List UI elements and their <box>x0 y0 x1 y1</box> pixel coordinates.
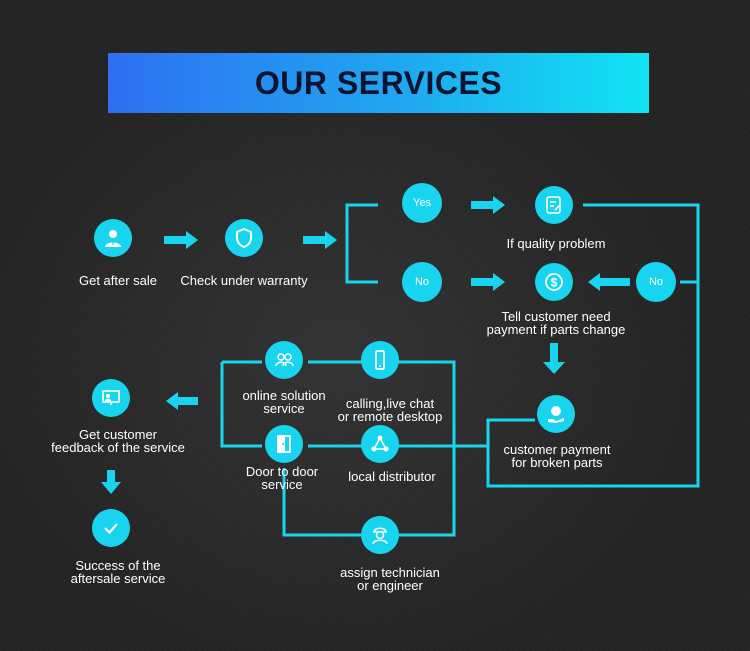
person-icon <box>94 219 132 257</box>
dollar-icon: $ <box>535 263 573 301</box>
get-feedback-line2: feedback of the service <box>51 440 185 455</box>
success-line2: aftersale service <box>70 571 166 586</box>
hand-coin-icon <box>537 395 575 433</box>
assign-technician-line2: or engineer <box>357 578 423 593</box>
engineer-icon <box>361 516 399 554</box>
page-title: OUR SERVICES <box>254 64 503 101</box>
network-icon <box>361 425 399 463</box>
customer-payment-line1: customer payment <box>503 442 611 457</box>
tell-customer-line1: Tell customer need <box>501 309 611 324</box>
assign-technician-line1: assign technician <box>340 565 440 580</box>
step-calling: calling,live chat or remote desktop <box>338 397 443 423</box>
calling-line1: calling,live chat <box>345 396 435 411</box>
tell-customer-line2: payment if parts change <box>486 322 626 337</box>
online-solution-line1: online solution <box>242 388 326 403</box>
door-to-door-line2: service <box>261 477 303 492</box>
calling-line2: or remote desktop <box>337 409 443 424</box>
shield-icon <box>225 219 263 257</box>
step-success: Success of the aftersale service <box>71 559 166 585</box>
success-line1: Success of the <box>75 558 161 573</box>
arrow-1 <box>164 231 198 249</box>
online-solution-line2: service <box>263 401 305 416</box>
quality-loop <box>486 203 700 488</box>
step-get-after-sale: Get after sale <box>78 273 158 288</box>
door-icon <box>265 425 303 463</box>
svg-text:$: $ <box>551 276 558 290</box>
title-banner: OUR SERVICES <box>108 53 649 113</box>
arrow-no <box>471 273 505 291</box>
arrow-down-success <box>101 470 121 494</box>
no-badge-right: No <box>636 262 676 302</box>
yes-badge: Yes <box>402 183 442 223</box>
left-network-bracket <box>220 360 262 448</box>
presentation-icon <box>92 379 130 417</box>
technician-connector <box>282 468 362 537</box>
step-check-warranty: Check under warranty <box>180 273 308 288</box>
document-icon <box>535 186 573 224</box>
step-customer-payment: customer payment for broken parts <box>504 443 611 469</box>
step-online-solution: online solution service <box>242 389 325 415</box>
customer-payment-line2: for broken parts <box>511 455 603 470</box>
door-to-door-line1: Door to door <box>245 464 319 479</box>
phone-icon <box>361 341 399 379</box>
check-icon <box>92 509 130 547</box>
branch-bracket <box>345 203 378 284</box>
arrow-2 <box>303 231 337 249</box>
step-assign-technician: assign technician or engineer <box>340 566 440 592</box>
arrow-yes <box>471 196 505 214</box>
step-tell-customer: Tell customer need payment if parts chan… <box>487 310 626 336</box>
arrow-to-feedback <box>166 392 198 410</box>
step-quality-problem: If quality problem <box>506 236 606 251</box>
arrow-no-right <box>588 273 630 291</box>
step-get-feedback: Get customer feedback of the service <box>51 428 185 454</box>
step-door-to-door: Door to door service <box>246 465 318 491</box>
no-badge-left: No <box>402 262 442 302</box>
step-local-distributor: local distributor <box>348 469 436 484</box>
get-feedback-line1: Get customer <box>78 427 158 442</box>
people-icon <box>265 341 303 379</box>
arrow-down-payment <box>543 343 565 374</box>
right-network-bracket <box>398 360 488 448</box>
